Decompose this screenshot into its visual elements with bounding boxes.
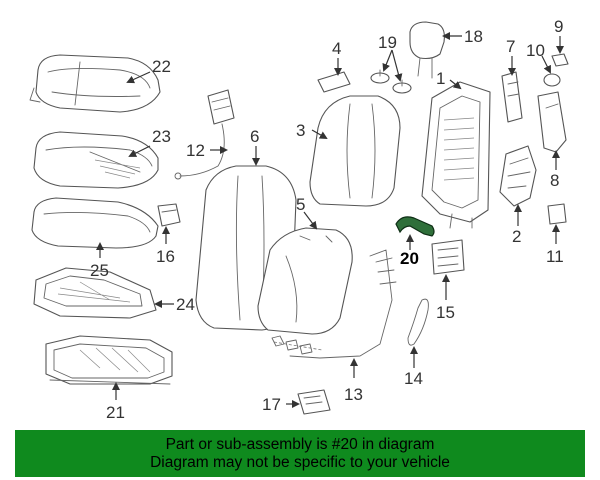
part-25-cushion-foam <box>31 197 159 249</box>
part-1-back-frame <box>421 81 491 229</box>
part-24-cushion-frame <box>33 267 157 319</box>
part-22-cushion-pad <box>29 54 161 113</box>
callout-6: 6 <box>250 127 259 146</box>
banner-line-2: Diagram may not be specific to your vehi… <box>150 453 450 471</box>
callout-14: 14 <box>404 369 423 388</box>
part-4-cover <box>317 71 351 93</box>
callout-1: 1 <box>436 69 445 88</box>
callout-15: 15 <box>436 303 455 322</box>
part-21-seat-frame <box>45 335 173 385</box>
part-16-clip <box>157 203 181 227</box>
callout-20: 20 <box>400 249 419 268</box>
part-5-back-panel <box>257 227 353 335</box>
banner-line-1: Part or sub-assembly is #20 in diagram <box>165 435 435 453</box>
callout-labels: 22 23 25 24 21 12 16 6 4 19 18 3 5 1 7 9… <box>90 17 564 422</box>
callout-21: 21 <box>106 403 125 422</box>
callout-16: 16 <box>156 247 175 266</box>
part-19-guides <box>370 69 412 94</box>
callout-8: 8 <box>550 171 559 190</box>
callout-24: 24 <box>176 295 195 314</box>
part-10-cap <box>543 73 561 87</box>
part-13-harness <box>271 249 397 359</box>
part-20-highlighted <box>395 216 435 237</box>
callout-4: 4 <box>332 39 341 58</box>
part-18-headrest <box>409 21 445 79</box>
callout-25: 25 <box>90 261 109 280</box>
callout-10: 10 <box>526 41 545 60</box>
part-2-recliner <box>499 145 537 207</box>
callout-19: 19 <box>378 33 397 52</box>
part-7-trim <box>501 71 523 123</box>
part-3-back-foam <box>309 95 401 207</box>
callout-11: 11 <box>546 247 564 266</box>
part-17-switch <box>297 389 331 415</box>
callout-23: 23 <box>152 127 171 146</box>
part-8-side-trim <box>537 91 567 153</box>
part-23-cushion-cover <box>33 131 159 189</box>
part-12-wiring <box>174 89 235 180</box>
info-banner: Part or sub-assembly is #20 in diagram D… <box>15 430 585 477</box>
callout-9: 9 <box>554 17 563 36</box>
callout-3: 3 <box>296 121 305 140</box>
callout-22: 22 <box>152 57 171 76</box>
callout-18: 18 <box>464 27 483 46</box>
callout-2: 2 <box>512 227 521 246</box>
part-14-cable <box>407 298 429 346</box>
callout-5: 5 <box>296 195 305 214</box>
part-11-switch <box>547 203 567 225</box>
callout-7: 7 <box>506 37 515 56</box>
leader-lines <box>96 32 564 408</box>
callout-17: 17 <box>262 395 281 414</box>
callout-13: 13 <box>344 385 363 404</box>
callout-12: 12 <box>186 141 205 160</box>
part-9-knob <box>551 53 569 67</box>
part-15-module <box>431 239 465 275</box>
